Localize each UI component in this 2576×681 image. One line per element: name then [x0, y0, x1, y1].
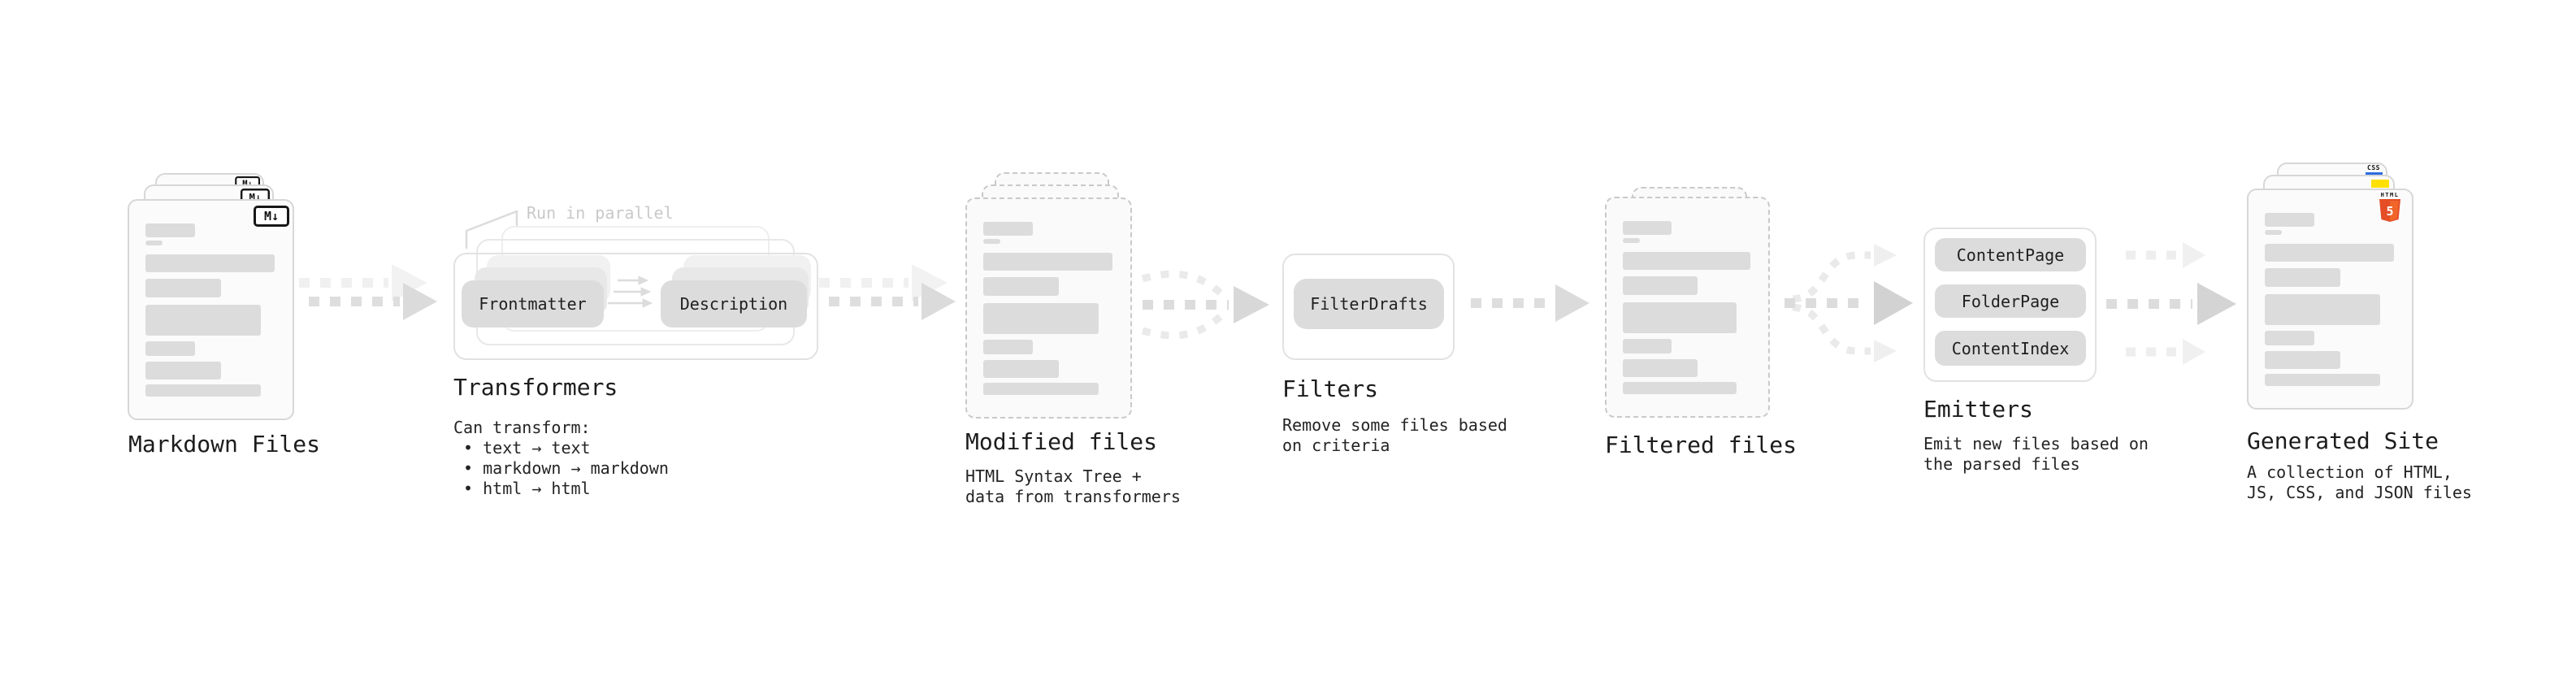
arrow-emitters-bottom	[2126, 339, 2205, 365]
placeholder-text-bar	[983, 383, 1099, 395]
placeholder-text-bar	[145, 279, 222, 297]
placeholder-text-bar	[2265, 374, 2380, 386]
transformers-description: Can transform: • text → text • markdown …	[453, 418, 669, 498]
js-file-icon	[2371, 180, 2389, 188]
placeholder-text-bar	[1623, 359, 1698, 377]
filtered-files-label: Filtered files	[1605, 432, 1798, 458]
placeholder-text-bar	[983, 222, 1034, 236]
placeholder-text-bar	[983, 277, 1060, 296]
description-pill: Description	[661, 280, 807, 327]
transformers-label: Transformers	[453, 374, 618, 401]
css-file-label: CSS	[2367, 164, 2380, 171]
arrows-frontmatter-to-description	[608, 275, 653, 308]
html-doc-front: HTML 5	[2247, 189, 2413, 410]
placeholder-text-bar	[145, 341, 196, 356]
html5-shield: 5	[2379, 199, 2400, 222]
generated-site-description: A collection of HTML, JS, CSS, and JSON …	[2247, 462, 2472, 502]
placeholder-text-bar	[2265, 244, 2395, 262]
doc-content-placeholder	[1607, 198, 1768, 394]
placeholder-text-bar	[2265, 294, 2380, 325]
placeholder-text-bar	[1623, 221, 1672, 235]
placeholder-text-bar	[1623, 238, 1640, 243]
placeholder-text-bar	[983, 303, 1099, 334]
contentindex-pill: ContentIndex	[1935, 331, 2086, 366]
arrow-transformers-to-modified-ghost	[819, 264, 948, 301]
placeholder-text-bar	[145, 384, 261, 397]
placeholder-text-bar	[1623, 252, 1751, 270]
placeholder-text-bar	[983, 340, 1034, 354]
css-file-icon: CSS	[2364, 165, 2383, 176]
placeholder-text-bar	[1623, 339, 1672, 354]
placeholder-text-bar	[2265, 351, 2341, 369]
placeholder-text-bar	[1623, 382, 1737, 394]
filters-label: Filters	[1282, 375, 1379, 402]
arrow-filters-to-filtered	[1471, 284, 1589, 322]
arrow-modified-to-filters-merge	[1141, 270, 1269, 340]
filters-box	[1282, 254, 1455, 360]
arrow-emitters-middle	[2106, 283, 2236, 325]
markdown-files-label: Markdown Files	[128, 431, 321, 458]
emitters-description: Emit new files based on the parsed files	[1923, 434, 2149, 474]
placeholder-text-bar	[2265, 268, 2341, 287]
run-in-parallel-connector	[465, 210, 518, 249]
placeholder-text-bar	[2265, 213, 2315, 227]
placeholder-text-bar	[145, 362, 222, 380]
frontmatter-pill: Frontmatter	[462, 280, 604, 327]
arrow-emitters-top	[2126, 242, 2205, 268]
placeholder-text-bar	[145, 254, 275, 272]
placeholder-text-bar	[145, 223, 196, 237]
transformer-box-front	[453, 253, 818, 360]
css-underline	[2365, 172, 2383, 176]
filtered-doc-front	[1605, 197, 1770, 418]
markdown-doc-front: M↓	[128, 199, 294, 420]
html5-number: 5	[2386, 204, 2393, 219]
placeholder-text-bar	[983, 239, 1000, 244]
placeholder-text-bar	[983, 360, 1060, 378]
arrow-markdown-to-transformers	[309, 283, 437, 320]
emitters-label: Emitters	[1923, 396, 2033, 423]
arrow-filtered-to-emitters-split	[1785, 244, 1913, 362]
placeholder-text-bar	[983, 253, 1113, 271]
emitters-box	[1923, 228, 2097, 382]
folderpage-pill: FolderPage	[1935, 284, 2086, 318]
placeholder-text-bar	[145, 305, 261, 336]
modified-doc-front	[965, 197, 1132, 419]
placeholder-text-bar	[2265, 230, 2282, 235]
modified-files-label: Modified files	[965, 428, 1158, 455]
arrow-transformers-to-modified	[829, 283, 956, 320]
doc-content-placeholder	[129, 201, 293, 397]
placeholder-text-bar	[2265, 331, 2315, 345]
placeholder-text-bar	[1623, 276, 1698, 295]
html5-icon: HTML 5	[2379, 193, 2400, 224]
filters-description: Remove some files based on criteria	[1282, 415, 1507, 455]
placeholder-text-bar	[1623, 302, 1737, 333]
modified-files-description: HTML Syntax Tree + data from transformer…	[965, 466, 1181, 506]
doc-content-placeholder	[967, 199, 1130, 395]
doc-content-placeholder	[2249, 190, 2412, 386]
html5-word: HTML	[2380, 192, 2400, 198]
arrow-markdown-to-transformers-ghost	[299, 264, 427, 301]
filterdrafts-pill: FilterDrafts	[1294, 279, 1444, 329]
placeholder-text-bar	[145, 241, 163, 245]
markdown-icon: M↓	[254, 206, 289, 227]
contentpage-pill: ContentPage	[1935, 238, 2086, 271]
run-in-parallel-annotation: Run in parallel	[527, 203, 674, 223]
generated-site-label: Generated Site	[2247, 427, 2439, 454]
